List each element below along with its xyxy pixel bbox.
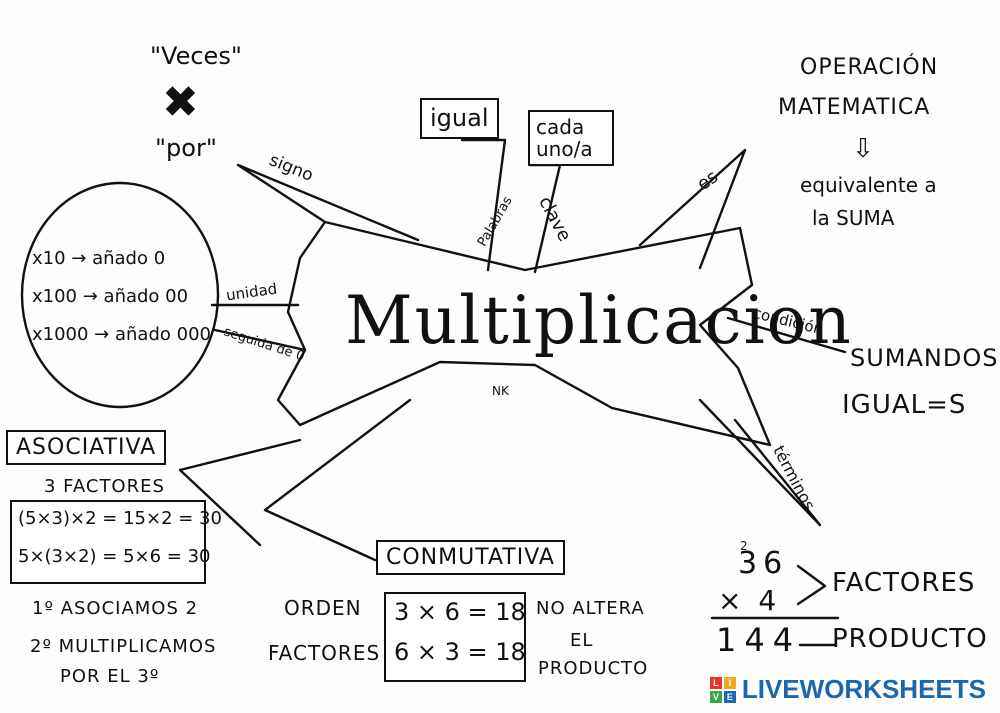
spike-es xyxy=(638,148,747,270)
conmutativa-label: CONMUTATIVA xyxy=(376,540,565,576)
unit-rule-10: x10 → añado 0 xyxy=(32,248,166,269)
spike-terminos xyxy=(698,398,822,527)
condition-line-1: SUMANDOS xyxy=(850,344,999,372)
conmutativa-producto: PRODUCTO xyxy=(538,658,649,679)
conmutativa-orden: ORDEN xyxy=(284,596,362,620)
conmutativa-example-1: 3 × 6 = 18 xyxy=(394,598,526,626)
keyword-connector-left xyxy=(460,138,507,272)
conmutativa-el: EL xyxy=(570,630,594,651)
asociativa-step-2: 2º MULTIPLICAMOS xyxy=(30,636,217,657)
factor-one: 36 xyxy=(738,546,789,581)
logo-tiles-icon: L I V E xyxy=(709,676,736,703)
product-value: 144 xyxy=(716,621,802,659)
logo-text: LIVEWORKSHEETS xyxy=(741,674,986,704)
factor-two: × 4 xyxy=(718,584,781,617)
label-nk: NK xyxy=(492,384,509,398)
spike-lower-left xyxy=(263,398,412,562)
definition-text-2: la SUMA xyxy=(812,206,895,230)
conmutativa-example-2: 6 × 3 = 18 xyxy=(394,638,526,666)
definition-heading-2: MATEMATICA xyxy=(778,95,931,120)
conmutativa-no-altera: NO ALTERA xyxy=(536,598,645,619)
sign-por: "por" xyxy=(155,134,217,162)
carry-digit: 2 xyxy=(740,539,748,553)
multiply-sign-icon: ✖ xyxy=(162,77,199,128)
asociativa-label: ASOCIATIVA xyxy=(6,430,167,466)
conmutativa-examples-box: 3 × 6 = 18 6 × 3 = 18 xyxy=(384,592,526,682)
asociativa-examples-box: (5×3)×2 = 15×2 = 30 5×(3×2) = 5×6 = 30 xyxy=(10,500,222,584)
product-label: PRODUCTO xyxy=(832,624,988,654)
factors-bracket xyxy=(796,564,827,606)
asociativa-example-2: 5×(3×2) = 5×6 = 30 xyxy=(18,546,211,567)
asociativa-example-1: (5×3)×2 = 15×2 = 30 xyxy=(18,508,222,529)
liveworksheets-logo: L I V E LIVEWORKSHEETS xyxy=(709,674,986,705)
central-shape xyxy=(276,220,772,447)
definition-text-1: equivalente a xyxy=(800,173,937,197)
seguida-connector xyxy=(213,328,307,352)
asociativa-step-3: POR EL 3º xyxy=(60,666,160,687)
keyword-igual: igual xyxy=(420,98,499,140)
condition-line-2: IGUAL=S xyxy=(842,390,967,420)
map-title: Multiplicacion xyxy=(345,282,853,359)
spike-signo xyxy=(236,163,420,242)
unit-rules-circle xyxy=(20,181,220,409)
conmutativa-factores: FACTORES xyxy=(268,641,381,665)
condicion-connector xyxy=(726,316,847,354)
sign-veces: "Veces" xyxy=(150,42,242,70)
factors-label: FACTORES xyxy=(832,568,976,598)
unit-rule-100: x100 → añado 00 xyxy=(32,286,189,307)
asociativa-connector xyxy=(178,438,302,547)
unit-rule-1000: x1000 → añado 000 xyxy=(32,324,211,345)
asociativa-step-1: 1º ASOCIAMOS 2 xyxy=(32,598,199,619)
keyword-cada-uno: cada uno/a xyxy=(528,110,614,166)
definition-heading-1: OPERACIÓN xyxy=(800,55,939,80)
down-arrow-icon: ⇩ xyxy=(852,134,874,164)
asociativa-factors: 3 FACTORES xyxy=(44,476,165,497)
